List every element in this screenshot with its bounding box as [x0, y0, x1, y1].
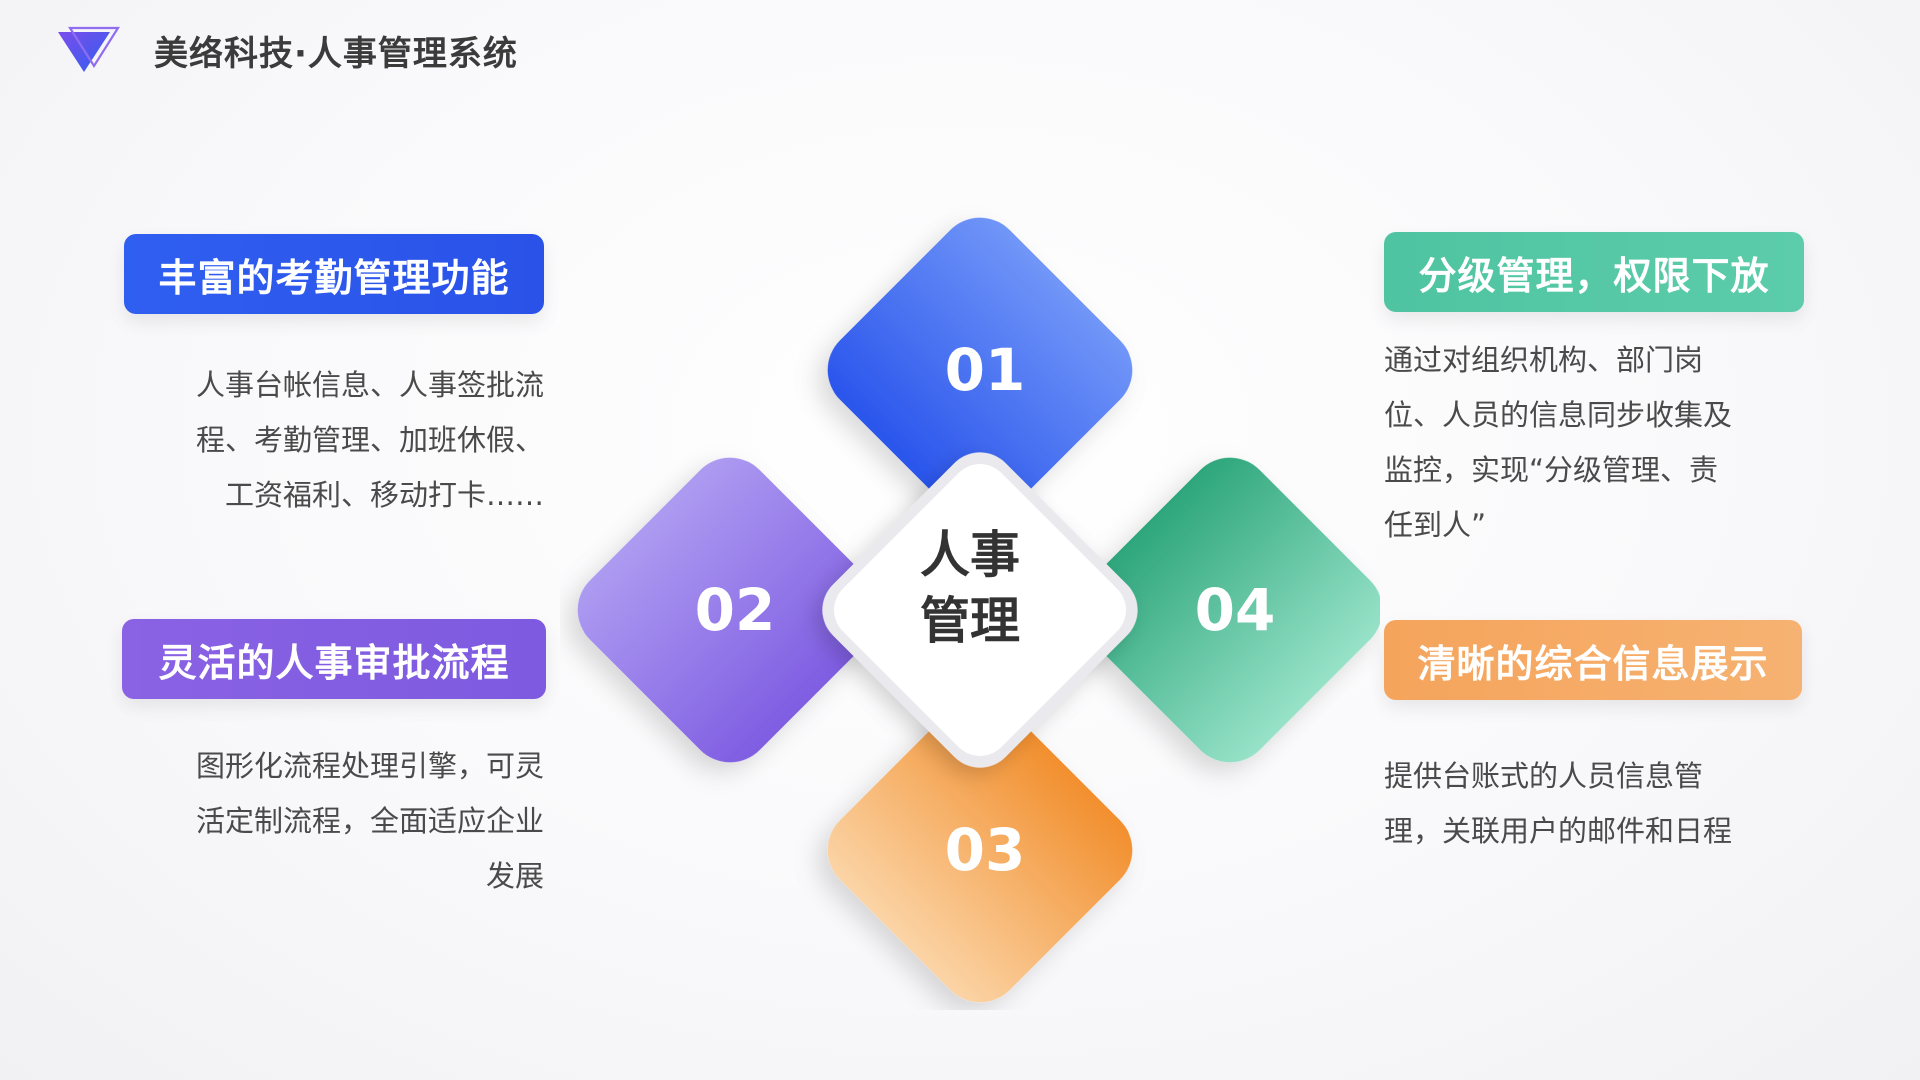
- triangle-logo-icon: [58, 26, 120, 72]
- desc-line: 程、考勤管理、加班休假、: [195, 423, 544, 457]
- diamond-03: [827, 697, 1133, 1003]
- feature-approval-title: 灵活的人事审批流程: [122, 619, 546, 699]
- desc-line: 提供台账式的人员信息管: [1384, 759, 1704, 793]
- desc-line: 任到人”: [1384, 508, 1487, 542]
- diamond-label-02: 02: [694, 576, 776, 644]
- diamond-graphic: [577, 217, 1380, 1003]
- desc-line: 监控，实现“分级管理、责: [1384, 453, 1719, 487]
- diamond-label-01: 01: [944, 336, 1026, 404]
- feature-hierarchy-title: 分级管理，权限下放: [1384, 232, 1804, 312]
- center-title: 人事 管理: [890, 522, 1050, 654]
- feature-info-display-description: 提供台账式的人员信息管 理，关联用户的邮件和日程: [1384, 749, 1814, 859]
- feature-approval-description: 图形化流程处理引擎，可灵 活定制流程，全面适应企业 发展: [124, 739, 544, 904]
- feature-attendance-title: 丰富的考勤管理功能: [124, 234, 544, 314]
- desc-line: 理，关联用户的邮件和日程: [1384, 814, 1733, 848]
- center-title-line2: 管理: [920, 592, 1020, 650]
- diamond-label-04: 04: [1194, 576, 1276, 644]
- feature-info-display-title: 清晰的综合信息展示: [1384, 620, 1802, 700]
- diamond-center: [834, 464, 1126, 756]
- diamond-04: [1077, 457, 1380, 763]
- diamond-01: [827, 217, 1133, 523]
- feature-attendance-description: 人事台帐信息、人事签批流 程、考勤管理、加班休假、 工资福利、移动打卡……: [124, 358, 544, 523]
- desc-line: 人事台帐信息、人事签批流: [195, 368, 544, 402]
- desc-line: 通过对组织机构、部门岗: [1384, 343, 1704, 377]
- desc-line: 工资福利、移动打卡……: [224, 478, 544, 512]
- feature-hierarchy-description: 通过对组织机构、部门岗 位、人员的信息同步收集及 监控，实现“分级管理、责 任到…: [1384, 333, 1814, 553]
- center-title-line1: 人事: [920, 526, 1020, 584]
- brand-title: 美络科技·人事管理系统: [154, 34, 518, 74]
- desc-line: 发展: [485, 859, 544, 893]
- diamond-label-03: 03: [944, 816, 1026, 884]
- hr-diamond-diagram: 01 02 03 04 人事 管理: [560, 190, 1380, 1010]
- desc-line: 图形化流程处理引擎，可灵: [195, 749, 544, 783]
- diamond-02: [577, 457, 883, 763]
- desc-line: 活定制流程，全面适应企业: [195, 804, 544, 838]
- desc-line: 位、人员的信息同步收集及: [1384, 398, 1733, 432]
